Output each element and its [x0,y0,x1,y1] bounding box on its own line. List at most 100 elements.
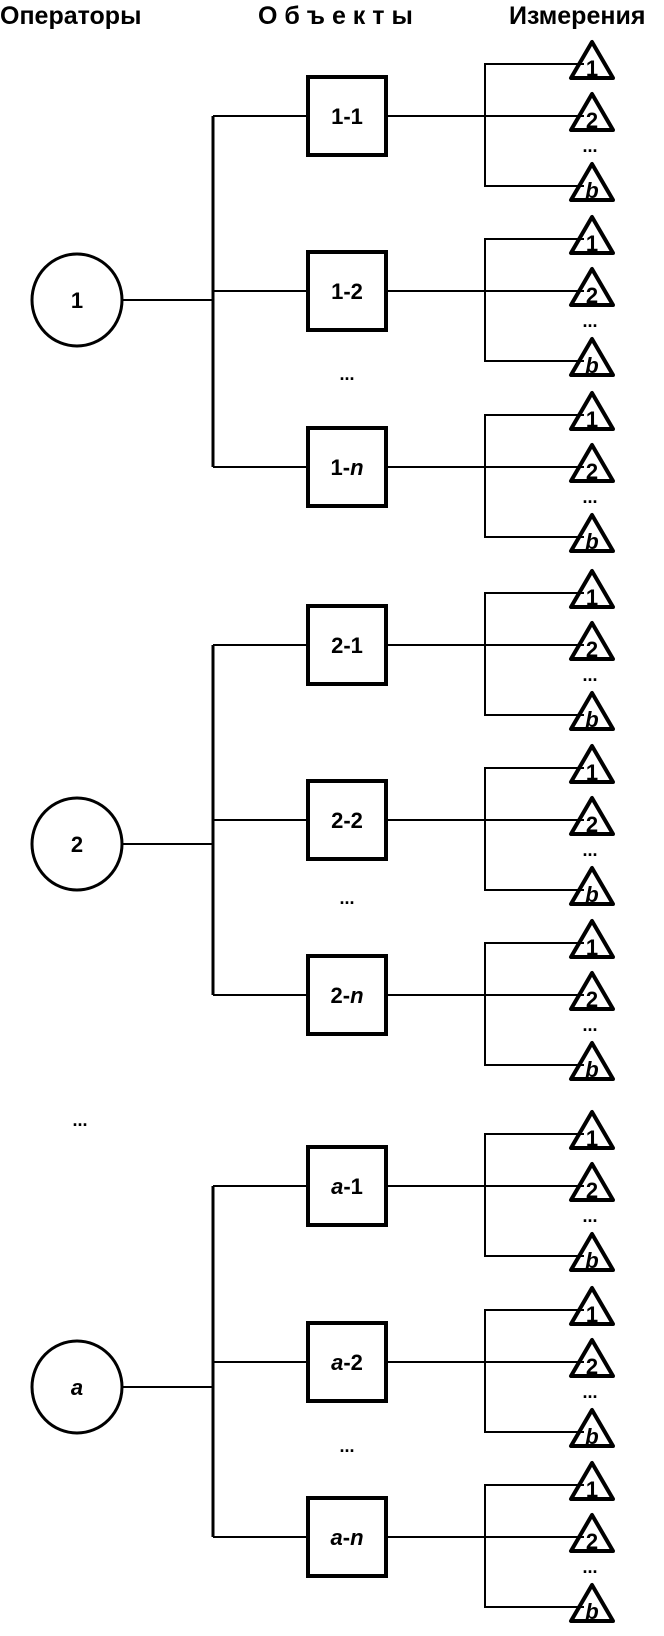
measurement-label: b [585,529,598,554]
measurements-ellipsis: ... [582,311,597,331]
measurements-ellipsis: ... [582,840,597,860]
object-box [306,1321,388,1403]
measurement-label: 1 [586,231,598,256]
operator-label: 1 [71,288,83,313]
object-label: a-2 [331,1350,363,1375]
measurement-triangle [569,1338,615,1378]
measurement-label: 1 [586,1477,598,1502]
measurement-label: b [585,882,598,907]
measurement-triangle [569,1232,615,1272]
object-label: 1-2 [331,279,363,304]
operator-group-1: 1...1-112b...1-212b...1-n12b... [30,40,615,554]
object-label: a-1 [331,1174,363,1199]
measurement-triangle [569,1461,615,1501]
measurement-bracket [484,238,584,362]
object-box [306,1145,388,1227]
objects-ellipsis: ... [339,888,354,908]
measurement-triangle [569,971,615,1011]
measurement-label: b [585,1057,598,1082]
measurement-label: 2 [586,283,598,308]
measurement-triangle [569,513,615,553]
measurements-ellipsis: ... [582,1015,597,1035]
measurement-label: b [585,1599,598,1624]
measurement-triangle [569,569,615,609]
measurement-bracket [484,63,584,187]
operator-group-2: 2... 2-1 1 2 b... 2-2 1 2 b... 2-n 1 2 b... [30,569,615,1082]
object-group: 2-1 1 2 b... [213,569,615,732]
measurement-label: b [585,1424,598,1449]
object-label: 2-2 [331,808,363,833]
measurement-label: b [585,707,598,732]
measurement-label: 2 [586,637,598,662]
measurement-bracket [484,414,584,538]
object-box [306,426,388,508]
measurement-triangle [569,1041,615,1081]
object-label: 2-n [330,983,363,1008]
measurement-triangle [569,1286,615,1326]
object-group: 2-2 1 2 b... [213,744,615,907]
measurement-bracket [484,592,584,716]
object-box [306,604,388,686]
operator-group-a: a...a-112b...a-212b...a-n12b... [30,1110,615,1624]
measurement-triangle [569,866,615,906]
object-group: 2-n 1 2 b... [213,919,615,1082]
measurement-bracket [484,1133,584,1257]
object-box [306,779,388,861]
object-group: 1-n12b... [213,391,615,554]
measurement-label: 2 [586,1178,598,1203]
objects-ellipsis: ... [339,364,354,384]
measurement-label: 1 [586,935,598,960]
object-group: a-212b... [213,1286,615,1449]
header-objects: О б ъ е к т ы [258,2,413,30]
measurement-triangle [569,691,615,731]
measurements-ellipsis: ... [582,487,597,507]
measurement-label: 2 [586,108,598,133]
object-label: 2-1 [331,633,363,658]
object-label: 1-1 [331,104,363,129]
object-label: 1-n [330,455,363,480]
measurement-label: 1 [586,1126,598,1151]
measurement-label: 1 [586,760,598,785]
measurement-triangle [569,1110,615,1150]
measurements-ellipsis: ... [582,1382,597,1402]
measurement-triangle [569,337,615,377]
measurement-triangle [569,919,615,959]
measurement-triangle [569,40,615,80]
measurement-triangle [569,443,615,483]
object-group: a-112b... [213,1110,615,1273]
object-group: 1-2 1 2 b... [213,215,615,378]
object-label: a-n [330,1525,363,1550]
measurements-ellipsis: ... [582,665,597,685]
operator-label: 2 [71,832,83,857]
measurement-label: 1 [586,585,598,610]
measurements-ellipsis: ... [582,136,597,156]
measurement-triangle [569,215,615,255]
object-box [306,1496,388,1578]
measurement-label: 2 [586,812,598,837]
measurement-triangle [569,391,615,431]
measurement-label: 2 [586,1529,598,1554]
measurement-bracket [484,942,584,1066]
measurement-label: 2 [586,987,598,1012]
object-group: a-n12b... [213,1461,615,1624]
measurement-triangle [569,1513,615,1553]
objects-ellipsis: ... [339,1436,354,1456]
measurement-label: b [585,353,598,378]
operator-label: a [71,1375,83,1400]
measurement-bracket [484,1484,584,1608]
measurement-label: 1 [586,407,598,432]
measurement-triangle [569,1583,615,1623]
measurement-triangle [569,267,615,307]
measurement-triangle [569,1408,615,1448]
object-box [306,75,388,157]
measurement-bracket [484,1309,584,1433]
header-measurements: Измерения [509,2,645,30]
measurements-ellipsis: ... [582,1206,597,1226]
measurement-label: 1 [586,56,598,81]
measurement-triangle [569,1162,615,1202]
operators-ellipsis: ... [72,1110,87,1130]
measurement-triangle [569,744,615,784]
measurement-label: b [585,178,598,203]
header-operators: Операторы [0,2,141,30]
